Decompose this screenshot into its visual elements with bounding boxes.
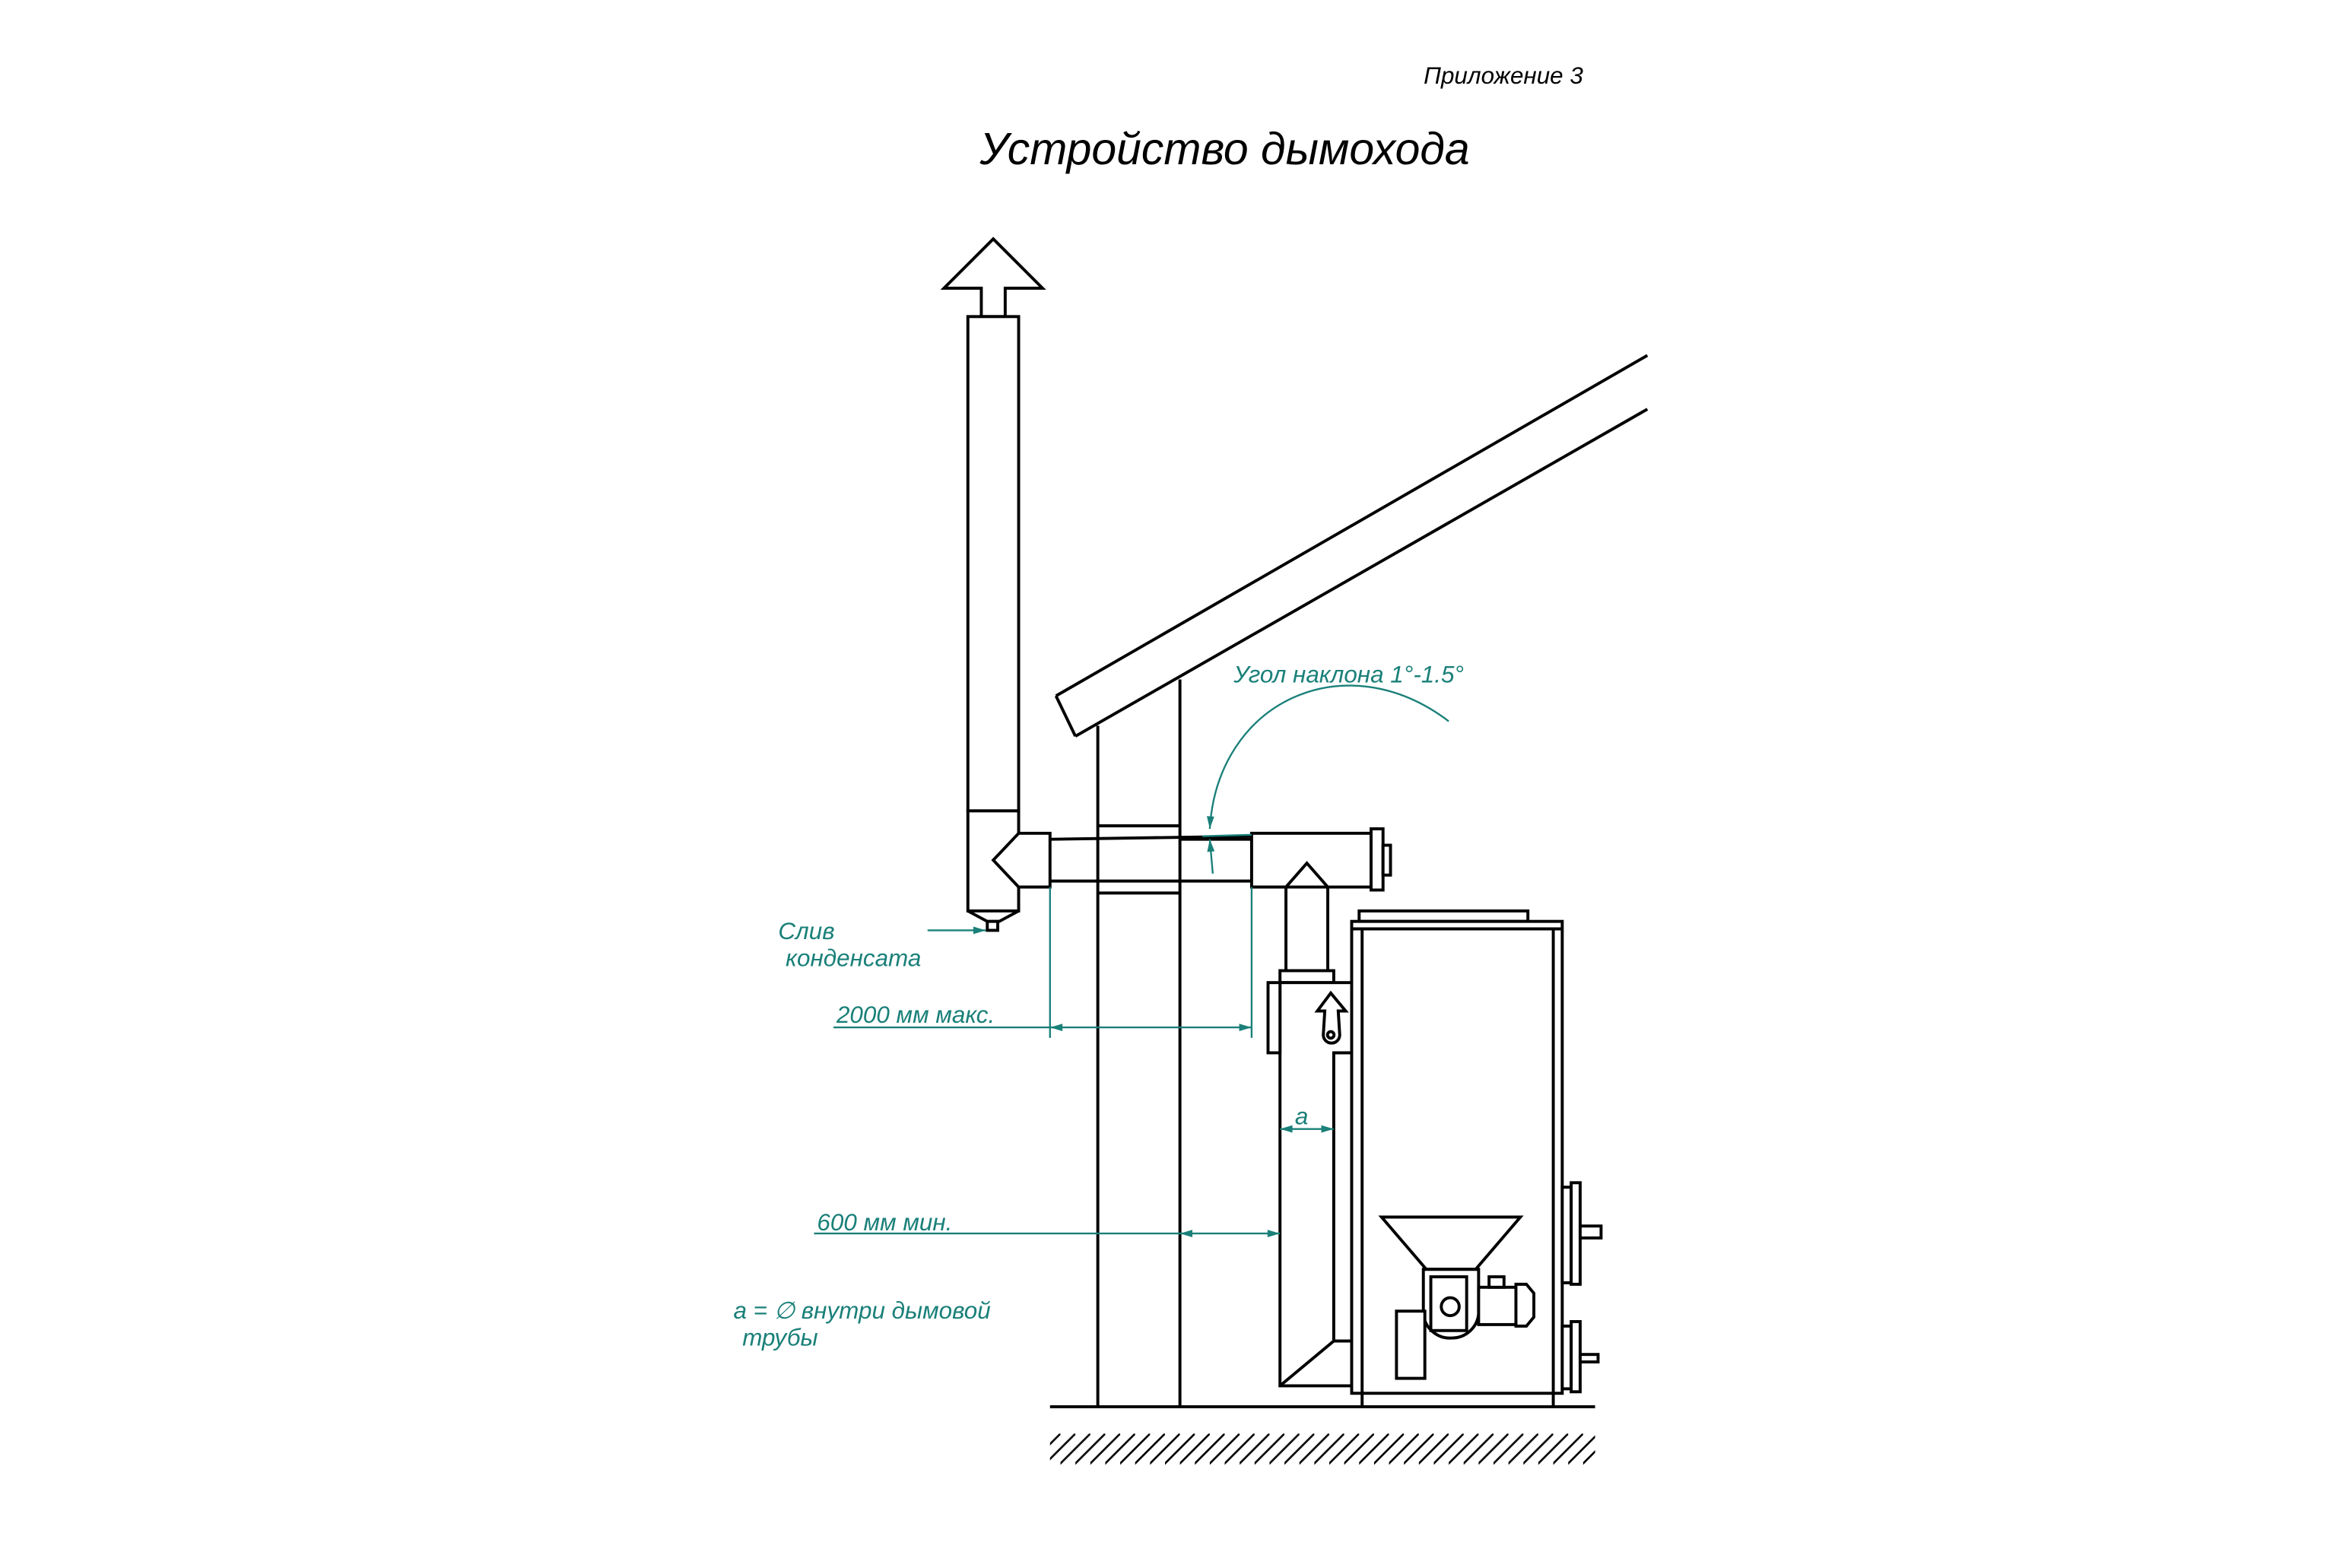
a-label: a bbox=[1295, 1103, 1308, 1130]
drain-label-1: Слив bbox=[778, 918, 834, 944]
diagram-title: Устройство дымохода bbox=[979, 125, 1469, 174]
min-distance-label: 600 мм мин. bbox=[817, 1209, 952, 1236]
max-length-dimension: 2000 мм макс. bbox=[833, 887, 1253, 1038]
legend-note: a = ∅ внутри дымовой трубы bbox=[733, 1297, 990, 1351]
drain-label-2: конденсата bbox=[786, 945, 921, 972]
flue-box bbox=[1266, 969, 1354, 1388]
legend-line-2: трубы bbox=[742, 1324, 817, 1351]
roof bbox=[1054, 354, 1649, 738]
flow-arrow-icon bbox=[1314, 990, 1349, 1045]
condensate-drain bbox=[986, 919, 1000, 932]
slope-annotation: Угол наклона 1°-1.5° bbox=[1202, 661, 1464, 874]
drain-annotation: Слив конденсата bbox=[778, 918, 986, 972]
slope-angle-label: Угол наклона 1°-1.5° bbox=[1233, 661, 1464, 687]
ground bbox=[1049, 1405, 1595, 1467]
exhaust-arrow-icon bbox=[940, 236, 1046, 319]
boiler-tee bbox=[1249, 827, 1392, 971]
wall bbox=[1096, 679, 1182, 1407]
connector-pipe bbox=[1049, 834, 1252, 883]
legend-line-1: a = ∅ внутри дымовой bbox=[733, 1297, 990, 1324]
boiler bbox=[1350, 909, 1603, 1407]
max-length-label: 2000 мм макс. bbox=[836, 1001, 995, 1028]
a-dimension: a bbox=[1280, 1103, 1334, 1133]
appendix-label: Приложение 3 bbox=[1424, 62, 1583, 89]
chimney-pipe bbox=[940, 236, 1052, 932]
min-distance-dimension: 600 мм мин. bbox=[814, 1209, 1281, 1238]
